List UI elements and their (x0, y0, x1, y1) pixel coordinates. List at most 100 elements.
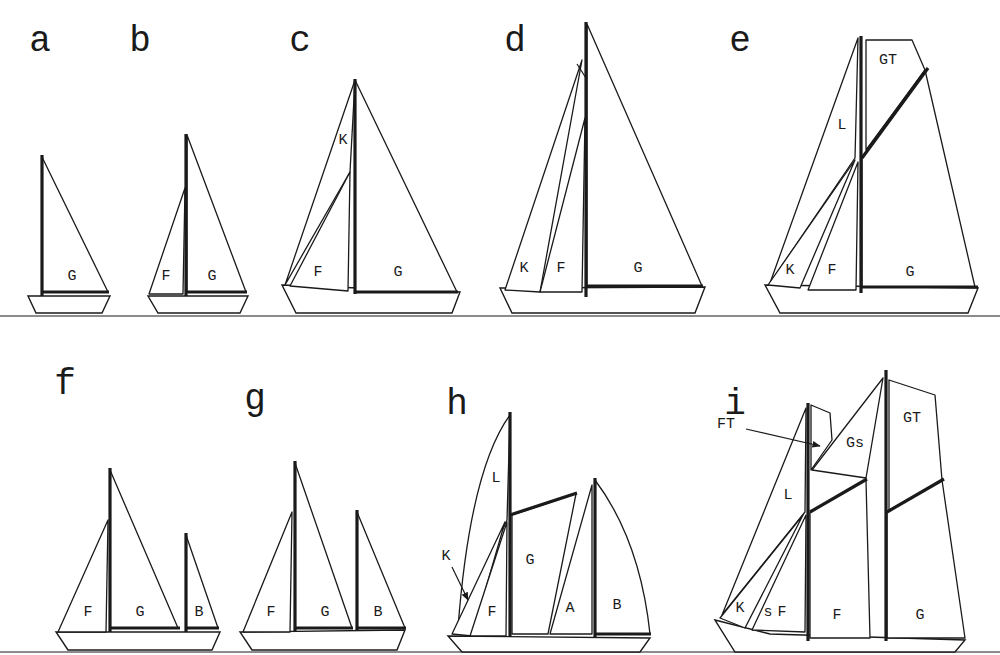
panel-letter: f (54, 367, 76, 403)
hull (765, 285, 978, 313)
sail-letter: G (915, 608, 924, 623)
gaff (887, 479, 944, 512)
sail (752, 515, 806, 632)
hull (28, 296, 110, 313)
sail (812, 378, 883, 478)
panel-letter: g (244, 382, 266, 418)
sail (110, 470, 178, 628)
mast (184, 533, 187, 632)
boom (861, 285, 978, 288)
hull (56, 632, 220, 650)
sail (595, 480, 650, 634)
sail-letter: G (905, 265, 914, 280)
sail-letter: A (565, 601, 574, 616)
mast (884, 370, 887, 641)
sail (290, 172, 350, 291)
mast (184, 134, 187, 296)
sail (470, 522, 507, 636)
sail-letter: G (393, 265, 402, 280)
sail (149, 188, 185, 294)
leader-line (452, 567, 468, 600)
sail (42, 157, 108, 292)
sail-letter: s (763, 605, 772, 620)
sail-letter: F (487, 605, 496, 620)
sail-letter: K (338, 133, 347, 148)
sail-letter: K (441, 549, 450, 564)
gaff (510, 493, 577, 515)
sail (243, 512, 292, 632)
sail-letter: L (783, 488, 792, 503)
sail (295, 463, 352, 628)
leader-line (746, 429, 820, 446)
sail (58, 520, 108, 632)
hull (448, 636, 650, 652)
hull (240, 630, 405, 650)
sail-letter: FT (717, 417, 735, 432)
sail-letter: F (556, 261, 565, 276)
boom (357, 626, 406, 629)
panel-letter: e (729, 24, 751, 60)
sail-letter: G (633, 261, 642, 276)
sail (862, 70, 975, 287)
mast (806, 403, 809, 641)
mast (293, 461, 296, 631)
boom (42, 290, 109, 293)
mast (859, 36, 862, 293)
sail-letter: F (83, 605, 92, 620)
sail-letter: G (525, 553, 534, 568)
boom (295, 626, 353, 629)
boom (355, 290, 458, 293)
sail (810, 480, 870, 638)
sail-letter: F (266, 605, 275, 620)
panel-letter: d (504, 24, 526, 60)
sail-letter: L (491, 471, 500, 486)
sail-letter: G (207, 269, 216, 284)
sail-letter: B (612, 598, 621, 613)
sail (186, 535, 218, 628)
sail-letter: F (827, 263, 836, 278)
sail (550, 485, 592, 634)
sail (187, 135, 246, 292)
panel-letter: a (29, 24, 51, 60)
boom (186, 626, 219, 629)
gaff (862, 68, 928, 158)
sail-letter: G (320, 605, 329, 620)
waterline (0, 315, 1000, 316)
sail (357, 512, 405, 628)
boom (595, 632, 651, 635)
sail-letter: B (373, 605, 382, 620)
sail (355, 80, 457, 292)
mast (40, 155, 43, 296)
sail-letter: GT (879, 53, 897, 68)
hull (148, 296, 248, 313)
sail-letter: L (837, 118, 846, 133)
sail (587, 24, 702, 286)
sail (512, 494, 576, 634)
sail (887, 480, 965, 638)
panel-letter: b (129, 24, 151, 60)
sail-letter: K (519, 261, 528, 276)
topmast-stay (577, 64, 586, 78)
sail-letter: B (194, 605, 203, 620)
sail-letter: Gs (846, 436, 864, 451)
boom (186, 290, 247, 293)
panel-letter: c (289, 24, 311, 60)
sail-letter: K (735, 601, 744, 616)
mast (108, 468, 111, 632)
sail (540, 118, 585, 292)
boom (586, 284, 703, 287)
mast (584, 22, 587, 297)
sail-letter: F (313, 265, 322, 280)
mast (355, 510, 358, 630)
sail-letter: F (777, 605, 786, 620)
sail-letter: G (67, 269, 76, 284)
sail-letter: K (785, 263, 794, 278)
sail-letter: F (161, 269, 170, 284)
gaff (810, 479, 867, 512)
sail-letter: F (832, 608, 841, 623)
panel-letter: h (446, 387, 468, 423)
mast (353, 79, 356, 294)
